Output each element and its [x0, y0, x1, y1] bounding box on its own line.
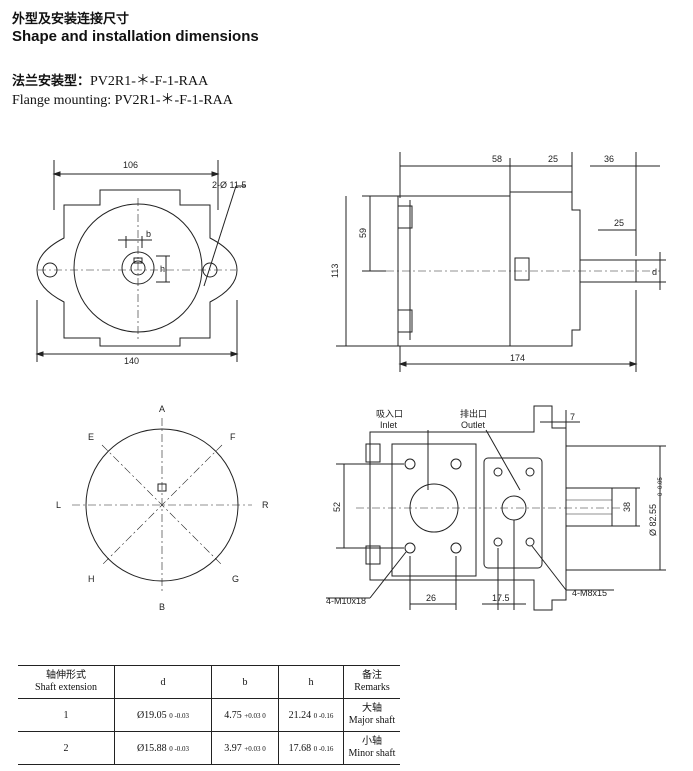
dim-174: 174: [510, 353, 525, 363]
subtitle-model: PV2R1-＊-F-1-RAA: [90, 74, 209, 89]
row1-d-tol: 0 -0.03: [169, 711, 190, 720]
row2-b: 3.97 +0.03 0: [211, 731, 279, 765]
inlet-cn: 吸入口: [376, 409, 403, 419]
label-E: E: [88, 432, 94, 442]
row1-d: Ø19.05 0 -0.03: [114, 698, 212, 732]
header-ext-en: Shaft extension: [35, 682, 97, 693]
rotation-view: A B E F G H L R: [56, 404, 269, 612]
row1-no: 1: [18, 698, 115, 732]
dim-17-5: 17.5: [492, 593, 510, 603]
row2-rem-cn: 小轴: [362, 736, 382, 747]
dim-58: 58: [492, 154, 502, 164]
label-G: G: [232, 574, 239, 584]
row1-h-tol: 0 -0.16: [313, 711, 334, 720]
dim-52: 52: [332, 502, 342, 512]
table-row: 2 Ø15.88 0 -0.03 3.97 +0.03 0 17.68 0 -0…: [18, 731, 400, 765]
drawings: 106 b h 2-Ø 11.5 140 58 25: [35, 152, 666, 612]
row1-h-val: 21.24: [288, 709, 312, 721]
label-m8: 4-M8x15: [572, 588, 607, 598]
header-rem-en: Remarks: [354, 682, 390, 693]
table-row: 1 Ø19.05 0 -0.03 4.75 +0.03 0 21.24 0 -0…: [18, 698, 400, 732]
row2-b-tol: +0.03 0: [244, 744, 266, 753]
row1-b-tol: +0.03 0: [244, 711, 266, 720]
subtitle-en: Flange mounting: PV2R1-＊-F-1-RAA: [12, 93, 233, 108]
dim-h: h: [160, 264, 165, 274]
row2-d: Ø15.88 0 -0.03: [114, 731, 212, 765]
dim-140: 140: [124, 356, 139, 366]
header-rem-cn: 备注: [362, 670, 382, 681]
header-ext-cn: 轴伸形式: [46, 670, 86, 681]
port-view: 吸入口 Inlet 排出口 Outlet 7 52 38: [326, 405, 666, 611]
row2-d-tol: 0 -0.03: [169, 744, 190, 753]
dim-25b: 25: [614, 218, 624, 228]
label-A: A: [159, 404, 165, 414]
row1-b-val: 4.75: [224, 709, 242, 721]
header-h: h: [278, 665, 344, 699]
header-b: b: [211, 665, 279, 699]
dim-59: 59: [358, 228, 368, 238]
label-H: H: [88, 574, 95, 584]
front-view: 106 b h 2-Ø 11.5 140: [35, 160, 246, 366]
row1-rem-cn: 大轴: [362, 703, 382, 714]
label-m10: 4-M10x18: [326, 596, 366, 606]
dim-b: b: [146, 229, 151, 239]
row2-rem-en: Minor shaft: [348, 748, 396, 759]
row2-h-tol: 0 -0.16: [313, 744, 334, 753]
title-cn: 外型及安装连接尺寸: [12, 12, 130, 27]
outlet-cn: 排出口: [460, 408, 487, 419]
row2-d-val: Ø15.88: [136, 742, 167, 754]
dim-113: 113: [330, 264, 340, 278]
label-F: F: [230, 432, 236, 442]
dim-36: 36: [604, 154, 614, 164]
header-d: d: [114, 665, 212, 699]
dim-38: 38: [622, 502, 632, 512]
row1-h: 21.24 0 -0.16: [278, 698, 344, 732]
dim-7: 7: [570, 412, 575, 422]
inlet-en: Inlet: [380, 420, 398, 430]
side-view: 58 25 36 25 d 59 113 174: [330, 152, 666, 372]
dim-holes: 2-Ø 11.5: [212, 180, 246, 190]
outlet-en: Outlet: [461, 420, 486, 430]
label-R: R: [262, 500, 269, 510]
dim-d: d: [652, 267, 657, 277]
label-B: B: [159, 602, 165, 612]
dim-106: 106: [123, 160, 138, 170]
row2-h: 17.68 0 -0.16: [278, 731, 344, 765]
dim-82-tol: 0 -0.05: [658, 477, 664, 496]
row2-h-val: 17.68: [288, 742, 312, 754]
dim-26: 26: [426, 593, 436, 603]
row2-no: 2: [18, 731, 115, 765]
dim-82: Ø 82.55: [648, 504, 658, 536]
row1-b: 4.75 +0.03 0: [211, 698, 279, 732]
row2-b-val: 3.97: [224, 742, 242, 754]
dim-25a: 25: [548, 154, 558, 164]
subtitle-cn: 法兰安装型：PV2R1-＊-F-1-RAA: [12, 70, 208, 90]
title-en: Shape and installation dimensions: [12, 28, 259, 45]
row1-d-val: Ø19.05: [136, 709, 167, 721]
label-L: L: [56, 500, 61, 510]
row1-rem-en: Major shaft: [348, 715, 396, 726]
subtitle-label-cn: 法兰安装型：: [12, 74, 91, 89]
